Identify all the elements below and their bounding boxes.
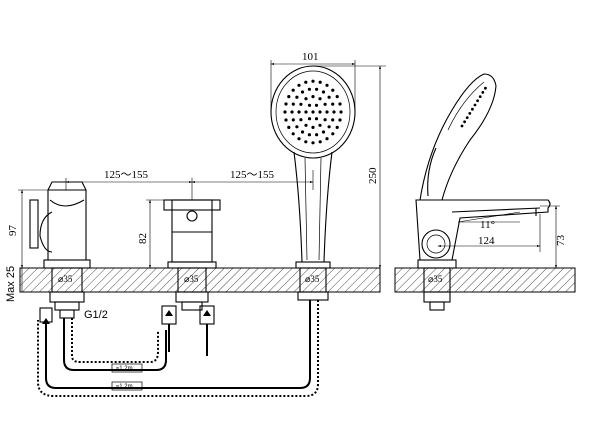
nozzle-dot (323, 102, 327, 106)
nozzle-dot (291, 118, 295, 122)
nozzle-dot (476, 99, 479, 103)
nozzle-dot (331, 102, 335, 106)
nozzle-dot (311, 141, 315, 145)
nozzle-dot (314, 103, 319, 107)
dim-side-height: 73 (555, 235, 567, 247)
hole-diameter-side: ⌀35 (428, 274, 443, 284)
nozzle-dot (291, 88, 295, 92)
nozzle-dot (291, 132, 295, 136)
dim-spout-height: 97 (7, 225, 19, 237)
nozzle-dot (291, 102, 295, 106)
hole-diameter-valve: ⌀35 (184, 274, 199, 284)
nozzle-dot (311, 79, 315, 83)
dimension-lines-front (18, 60, 386, 292)
dim-head-width: 101 (302, 51, 319, 63)
nozzle-dot (304, 80, 308, 84)
nozzle-dot (297, 110, 301, 114)
nozzle-dot (311, 95, 315, 99)
dim-spout-reach: 124 (478, 235, 495, 247)
nozzle-dot (307, 103, 312, 107)
thread-label: G1/2 (84, 309, 108, 321)
handshower-nozzles (283, 79, 343, 145)
nozzle-dot (290, 110, 294, 114)
nozzle-dot (284, 102, 288, 106)
nozzle-dot (327, 95, 331, 99)
nozzle-dot (295, 125, 299, 129)
hole-diameter-spout: ⌀35 (58, 274, 73, 284)
nozzle-dot (338, 102, 342, 106)
nozzle-dot (332, 110, 336, 114)
nozzle-dot (465, 116, 469, 119)
nozzle-dot (460, 124, 464, 128)
nozzle-dot (339, 110, 343, 114)
nozzle-dot (323, 118, 327, 122)
dim-spacing-left: 125～155 (104, 169, 148, 181)
nozzle-dot (331, 118, 335, 122)
nozzle-dot (463, 120, 466, 124)
nozzle-dot (335, 95, 339, 99)
nozzle-dot (473, 103, 477, 107)
hole-diameter-handshower: ⌀35 (305, 274, 320, 284)
nozzle-dot (325, 110, 329, 114)
nozzle-dot (338, 118, 342, 122)
nozzle-dot (297, 83, 301, 87)
nozzle-dot (287, 95, 291, 99)
nozzle-dot (284, 118, 288, 122)
nozzle-dot (307, 87, 311, 91)
nozzle-dot (300, 90, 305, 94)
nozzle-dot (311, 125, 315, 129)
nozzle-dot (331, 88, 335, 92)
nozzle-dot (304, 123, 308, 127)
nozzle-dot (283, 110, 287, 114)
nozzle-dot (299, 118, 303, 122)
nozzle-dot (335, 125, 339, 129)
hose-tag-upper: ≈1.2m (116, 366, 133, 372)
deck-side (394, 267, 576, 293)
dimension-lines-side (437, 205, 560, 269)
diverter-valve (163, 199, 221, 311)
nozzle-dot (315, 133, 319, 137)
nozzle-dot (478, 95, 482, 98)
nozzle-dot (299, 102, 303, 106)
nozzle-dot (318, 123, 322, 127)
side-nozzles (460, 86, 487, 128)
nozzle-dot (318, 110, 322, 114)
nozzle-dot (481, 91, 485, 94)
nozzle-dot (287, 125, 291, 129)
nozzle-dot (331, 132, 335, 136)
nozzle-dot (304, 110, 308, 114)
nozzle-dot (295, 95, 299, 99)
nozzle-dot (314, 117, 319, 121)
nozzle-dot (468, 112, 472, 115)
nozzle-dot (325, 137, 329, 141)
nozzle-dot (315, 87, 319, 91)
connection-hoses (37, 300, 319, 397)
nozzle-dot (307, 117, 312, 121)
nozzle-dot (311, 110, 315, 114)
nozzle-dot (325, 83, 329, 87)
nozzle-dot (318, 80, 322, 84)
nozzle-dot (321, 130, 326, 134)
nozzle-dot (484, 86, 487, 90)
nozzle-dot (304, 97, 308, 101)
dim-valve-height: 82 (137, 233, 149, 244)
nozzle-dot (297, 137, 301, 141)
dim-spacing-right: 125～155 (230, 169, 274, 181)
nozzle-dot (471, 107, 474, 111)
dim-angle: 11° (480, 219, 495, 231)
nozzle-dot (300, 130, 305, 134)
nozzle-dot (327, 125, 331, 129)
nozzle-dot (318, 97, 322, 101)
nozzle-dot (307, 133, 311, 137)
nozzle-dot (304, 140, 308, 144)
nozzle-dot (321, 90, 326, 94)
hose-tag-lower: ≈1.2m (116, 384, 133, 390)
dim-handshower-length: 250 (367, 167, 379, 184)
dim-max-deck: Max 25 (5, 266, 17, 302)
nozzle-dot (318, 140, 322, 144)
bath-spout (29, 181, 91, 319)
